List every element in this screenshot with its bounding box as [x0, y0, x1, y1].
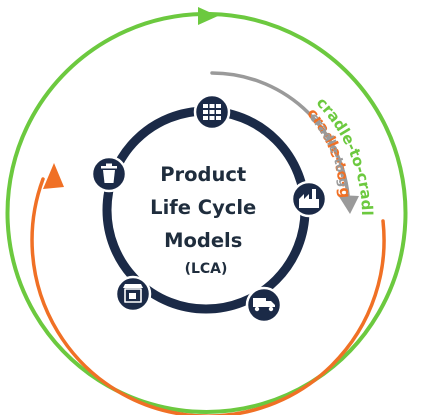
title-abbreviation: (LCA) — [185, 261, 228, 277]
stage-raw-materials — [193, 93, 231, 131]
cradle-to-grave-arrowhead — [43, 163, 64, 189]
stage-use — [114, 275, 152, 313]
stage-manufacturing — [290, 180, 328, 218]
factory-icon — [299, 189, 319, 208]
cradle-to-gate-arc — [210, 71, 350, 197]
cradle-to-cradle-arrowhead — [198, 7, 218, 25]
cradle-to-gate-label: cradle-to-gate — [0, 0, 352, 188]
raw-materials-grid-icon — [203, 104, 221, 120]
stage-disposal — [90, 155, 128, 193]
center-title: Product Life Cycle Models (LCA) — [150, 163, 262, 277]
store-icon — [123, 284, 143, 303]
stage-distribution — [245, 286, 283, 324]
cradle-to-gate-arrowhead — [338, 195, 359, 214]
delivery-truck-icon — [253, 298, 275, 312]
title-line-2: Life Cycle — [150, 196, 256, 219]
title-line-1: Product — [160, 163, 246, 186]
cradle-to-gate-label-text: cradle-to-gate — [0, 0, 352, 188]
trash-bin-icon — [101, 163, 117, 183]
title-line-3: Models — [164, 229, 242, 252]
cradle-to-cradle-arc — [5, 12, 408, 414]
